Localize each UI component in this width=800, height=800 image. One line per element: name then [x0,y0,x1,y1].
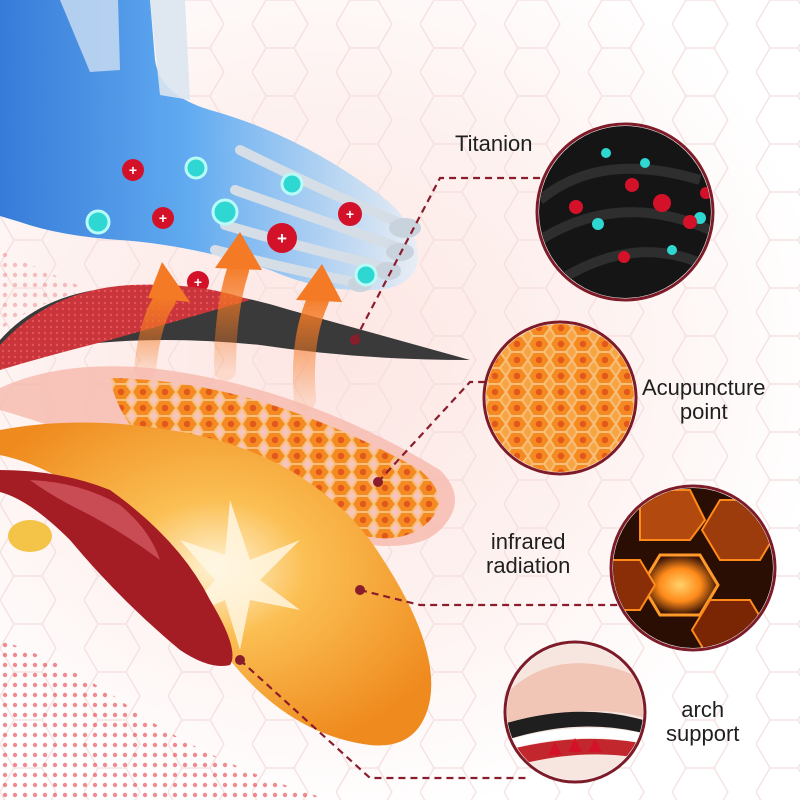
svg-text:+: + [277,229,287,248]
leader-lines [239,176,618,780]
titanion-label: Titanion [455,131,533,156]
minus-ion-icon [354,263,378,287]
plus-ion-icon: + [267,223,297,253]
plus-ion-icon: + [122,159,144,181]
plus-ion-icon: + [152,207,174,229]
svg-text:+: + [129,162,137,178]
svg-text:+: + [346,206,354,222]
minus-ion-icon [85,209,111,235]
arch-support-layer [0,470,233,666]
minus-ion-icon [280,172,304,196]
infrared-label: infrared radiation [486,529,571,578]
halftone-dots [0,250,330,800]
minus-ion-icon [184,156,208,180]
svg-text:+: + [159,210,167,226]
heat-arrows [134,232,342,411]
minus-ion-icon [211,198,239,226]
heat-arrow-icon [296,264,342,302]
plus-ion-icon: + [338,202,362,226]
acupuncture-label: Acupuncture point [642,375,766,424]
titanion-closeup [535,122,715,302]
heat-arrow-icon [215,232,262,270]
arch-support-closeup [503,640,647,784]
infrared-closeup [609,484,777,652]
acupuncture-closeup [482,320,638,476]
heat-arrow-icon [148,262,190,302]
svg-text:+: + [194,274,202,290]
arch-support-label: arch support [666,697,740,746]
